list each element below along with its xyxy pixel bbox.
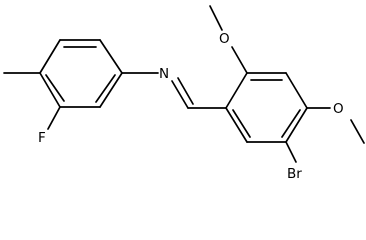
bond <box>285 107 308 143</box>
bond <box>99 39 123 74</box>
fluoro-methyl-phenyl-ring <box>39 39 123 108</box>
imine-double-bond <box>171 80 189 109</box>
bond <box>285 72 308 109</box>
bromine-label: Br <box>287 166 302 182</box>
methoxy-right-methyl-bond <box>350 119 365 144</box>
double-bond-inner <box>45 74 65 102</box>
bond <box>225 72 248 109</box>
double-bond-inner <box>232 109 251 138</box>
nitrogen-label: N <box>159 66 169 82</box>
bond <box>99 72 123 108</box>
bond <box>39 39 61 74</box>
molecule-structure: N F O O Br <box>3 5 365 182</box>
fluorine-bond <box>47 106 61 130</box>
imine-double-bond <box>177 77 194 105</box>
methoxy-top-bond <box>231 46 248 74</box>
methoxy-right-oxygen-label: O <box>333 101 344 117</box>
double-bond-inner <box>281 109 301 138</box>
bond <box>225 107 248 143</box>
double-bond-inner <box>95 74 116 103</box>
fluorine-label: F <box>38 130 46 146</box>
bromine-bond <box>285 141 297 163</box>
methoxy-top-methyl-bond <box>209 5 223 31</box>
bond <box>39 72 61 108</box>
methoxy-top-oxygen-label: O <box>219 31 230 47</box>
bromo-dimethoxy-phenyl-ring <box>225 72 308 143</box>
